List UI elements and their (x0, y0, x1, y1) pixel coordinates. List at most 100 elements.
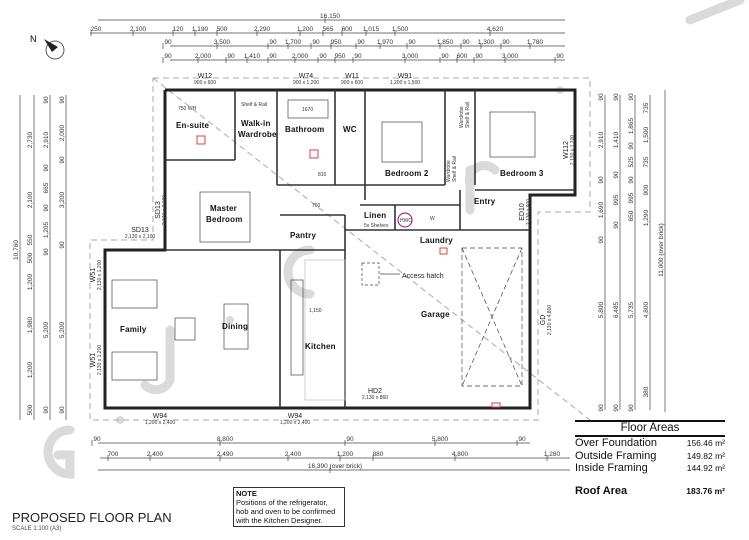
dimension-label: 550 (27, 234, 34, 245)
dimension-label: 1,280 (544, 451, 561, 458)
window-size: 900 x 600 (194, 80, 216, 86)
dimension-label: 2,490 (217, 451, 234, 458)
dimension-label: 90 (518, 436, 526, 443)
window-size: 2,130 x 860 (362, 395, 388, 401)
window-size: 900 x 1,200 (293, 80, 319, 86)
wardrobe-a: Wardrobe (446, 160, 452, 182)
dimension-label: 2,290 (254, 26, 271, 33)
dimension-label: 1,850 (437, 39, 454, 46)
access-hatch-label: Access hatch (402, 273, 444, 280)
fixture-markers (196, 135, 501, 408)
dimension-label: 2,000 (195, 53, 212, 60)
window-id: W91 (398, 73, 413, 80)
dimension-label: 90 (59, 96, 66, 104)
room-wc: WC (343, 125, 357, 134)
dimension-label: 1,970 (377, 39, 394, 46)
roof-area-label: Roof Area (575, 484, 628, 497)
dimension-label: 380 (643, 386, 650, 397)
plan-title: PROPOSED FLOOR PLAN (12, 510, 172, 525)
dimension-label: 90 (319, 53, 327, 60)
dimension-label: 90 (59, 406, 66, 414)
dimension-label: 1,410 (613, 131, 620, 148)
window-id: HD2 (368, 388, 382, 395)
dimension-label: 1,500 (643, 126, 650, 143)
dimension-label: 1,015 (363, 26, 380, 33)
dimension-label: 90 (598, 93, 605, 101)
dimension-label: 90 (441, 53, 449, 60)
dimension-label: 950 (331, 39, 342, 46)
dimension-label: 3,000 (402, 53, 419, 60)
area-label: Inside Framing (575, 462, 648, 474)
dimension-label: 525 (628, 156, 635, 167)
dimension-label: 665 (43, 182, 50, 193)
dimension-label: 1,865 (628, 117, 635, 134)
washer-label: W (430, 216, 435, 222)
room-linen: Linen (364, 211, 386, 220)
dimension-label: 1,500 (392, 26, 409, 33)
dimension-label: 1,200 (297, 26, 314, 33)
room-kitchen: Kitchen (305, 342, 336, 351)
dimension-label: 90 (227, 53, 235, 60)
dimension-label: 1,690 (598, 201, 605, 218)
dimension-label: 90 (628, 176, 635, 184)
window-size: 2,130 x 900 (526, 199, 532, 225)
north-arrow-icon: N (30, 34, 65, 60)
dimension-label: 600 (457, 53, 468, 60)
room-walk-in-2: Wardrobe (238, 130, 277, 139)
north-label: N (30, 34, 37, 44)
vanity-label: 750 WH (178, 106, 196, 112)
note-box: NOTE Positions of the refrigerator, hob … (233, 487, 345, 527)
dimension-label: 5,200 (43, 321, 50, 338)
dimension-label: 1,980 (27, 316, 34, 333)
hwc-label: HWC (400, 218, 412, 224)
window-id: W74 (299, 73, 314, 80)
dimension-label: 735 (643, 102, 650, 113)
window-size: 1,200 x 2,400 (280, 420, 311, 426)
dimension-label: 90 (475, 53, 483, 60)
dimension-label: 90 (613, 93, 620, 101)
window-size: 2,130 x 1,200 (97, 345, 103, 376)
dimension-label: 90 (598, 404, 605, 412)
dimension-label: 90 (164, 39, 172, 46)
dimension-label: 900 (643, 184, 650, 195)
window-size: 2,130 x 4,800 (547, 305, 553, 336)
dimension-label: 4,800 (452, 451, 469, 458)
dimension-label: 90 (43, 96, 50, 104)
dimension-label: 90 (164, 53, 172, 60)
dimension-label: 880 (373, 451, 384, 458)
room-family: Family (120, 325, 147, 334)
room-laundry: Laundry (420, 236, 453, 245)
dimension-label: 995 (628, 192, 635, 203)
dimension-label: 4,620 (487, 26, 504, 33)
dimension-label: 90 (628, 93, 635, 101)
dimension-label: 1,190 (192, 26, 209, 33)
hwc-cylinder (397, 212, 413, 228)
dimension-label: 16,390 (over brick) (308, 463, 362, 470)
bath-label: 1670 (302, 107, 313, 113)
door-760-label: 760 (312, 203, 321, 209)
dimension-label: 120 (173, 26, 184, 33)
dimension-label: 90 (628, 142, 635, 150)
dimension-label: 90 (43, 164, 50, 172)
window-id: SD13 (131, 227, 149, 234)
area-label: Outside Framing (575, 449, 657, 462)
dimension-label: 250 (91, 26, 102, 33)
dimension-label: 2,400 (285, 451, 302, 458)
wardrobe-b-sub: Shelf & Rail (465, 102, 471, 128)
window-size: 1,200 x 1,500 (390, 80, 421, 86)
room-entry: Entry (474, 197, 496, 206)
dimension-label: 700 (108, 451, 119, 458)
window-id: W94 (153, 413, 168, 420)
window-id: W94 (288, 413, 303, 420)
dimension-label: 1,410 (244, 53, 261, 60)
